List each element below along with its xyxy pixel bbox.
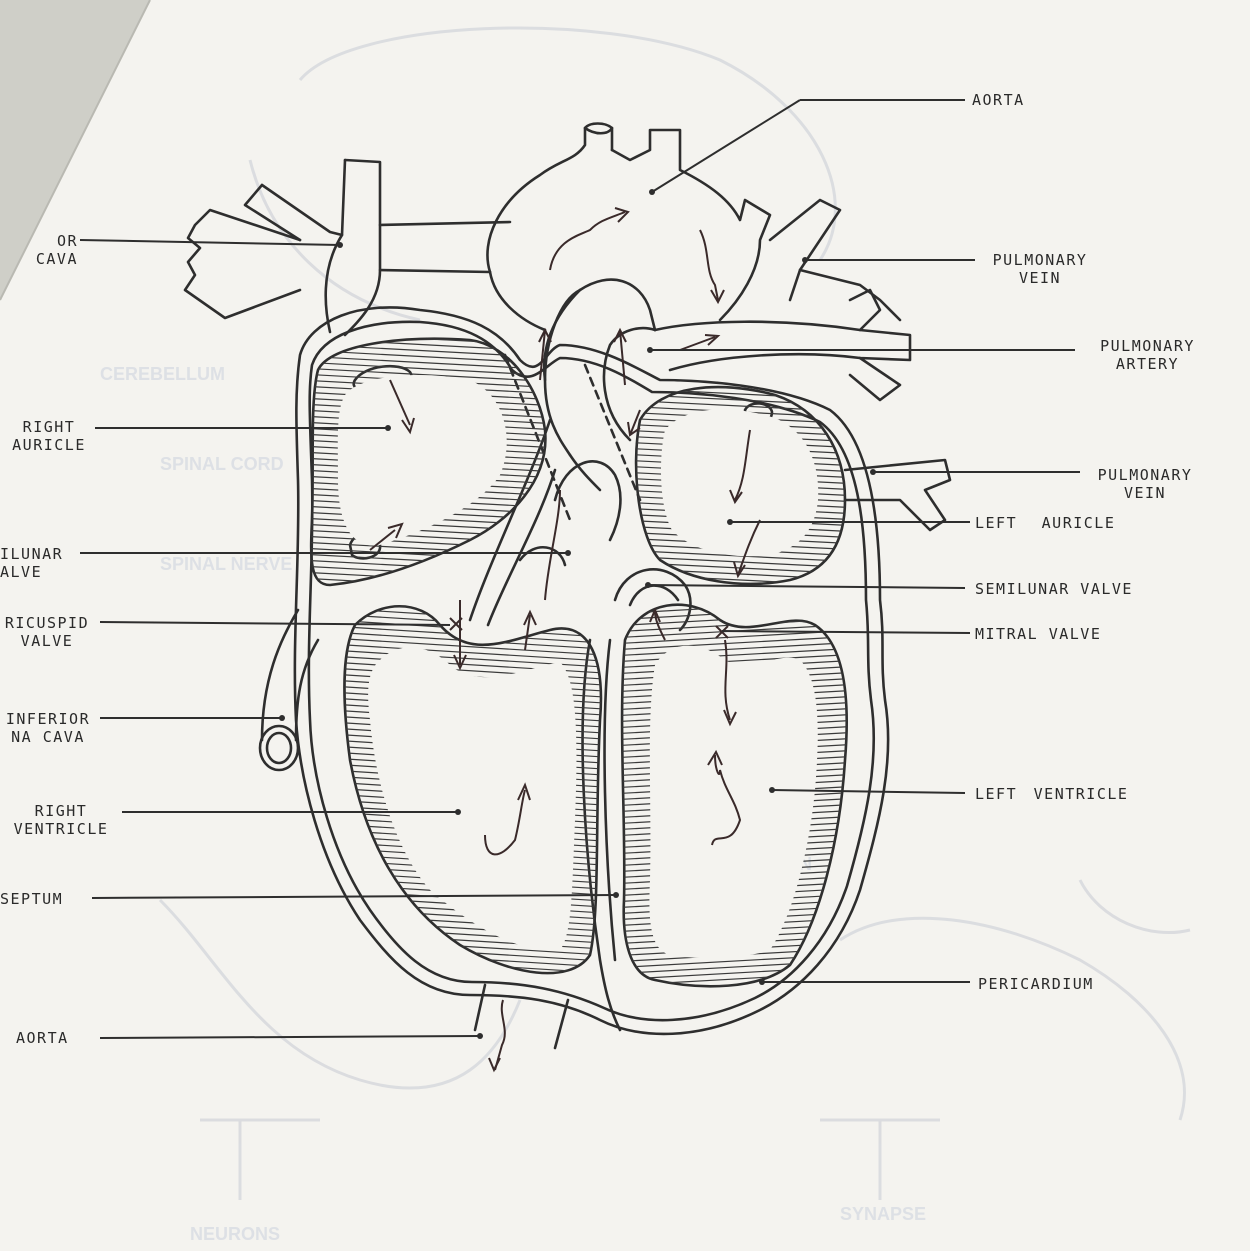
label-line: AURICLE	[12, 436, 86, 454]
label-pericardium: PERICARDIUM	[978, 975, 1094, 993]
label-line: PULMONARY	[992, 251, 1088, 269]
label-line: ARTERY	[1115, 355, 1180, 373]
label-line: LEFT VENTRICLE	[975, 785, 1129, 803]
label-line: VEIN	[1123, 484, 1167, 502]
label-septum: SEPTUM	[0, 890, 63, 908]
label-left-ventricle: LEFT VENTRICLE	[975, 785, 1128, 803]
label-line: OR	[56, 232, 78, 250]
label-pulmonary-vein-top: PULMONARY VEIN	[975, 251, 1105, 287]
label-line: AORTA	[16, 1029, 69, 1047]
label-superior-vena-cava: OR CAVA	[28, 232, 78, 268]
label-line: VALVE	[20, 632, 74, 650]
label-line: AORTA	[972, 91, 1025, 109]
label-line: INFERIOR	[5, 710, 91, 728]
label-line: ALVE	[0, 563, 43, 581]
label-pulmonary-vein-mid: PULMONARY VEIN	[1080, 466, 1210, 502]
label-line: PULMONARY	[1097, 466, 1193, 484]
label-line: SEMILUNAR VALVE	[975, 580, 1133, 598]
svg-text:SPINAL CORD: SPINAL CORD	[160, 454, 284, 474]
label-line: NA CAVA	[11, 728, 85, 746]
label-line: PULMONARY	[1100, 337, 1195, 355]
label-line: VEIN	[1018, 269, 1062, 287]
label-line: PERICARDIUM	[978, 975, 1094, 993]
label-left-auricle: LEFT AURICLE	[975, 514, 1115, 532]
label-line: LEFT AURICLE	[975, 514, 1116, 532]
label-line: RICUSPID	[4, 614, 90, 632]
label-right-ventricle: RIGHT VENTRICLE	[4, 802, 118, 838]
label-left-semilunar-valve: ILUNAR ALVE	[0, 545, 63, 581]
label-inferior-vena-cava: INFERIOR NA CAVA	[0, 710, 96, 746]
label-tricuspid-valve: RICUSPID VALVE	[0, 614, 94, 650]
label-line: CAVA	[35, 250, 78, 268]
label-line: SEPTUM	[0, 890, 64, 908]
svg-text:SYNAPSE: SYNAPSE	[840, 1204, 926, 1224]
label-aorta-top: AORTA	[972, 91, 1025, 109]
label-line: RIGHT	[34, 802, 88, 820]
label-line: ILUNAR	[0, 545, 64, 563]
svg-text:NEURONS: NEURONS	[190, 1224, 280, 1244]
svg-text:SPINAL NERVE: SPINAL NERVE	[160, 554, 292, 574]
label-aorta-lower: AORTA	[16, 1029, 69, 1047]
label-mitral-valve: MITRAL VALVE	[975, 625, 1101, 643]
label-line: MITRAL VALVE	[975, 625, 1102, 643]
svg-text:CEREBELLUM: CEREBELLUM	[100, 364, 225, 384]
label-pulmonary-artery: PULMONARY ARTERY	[1080, 337, 1215, 373]
label-line: VENTRICLE	[13, 820, 109, 838]
label-line: RIGHT	[22, 418, 76, 436]
label-right-auricle: RIGHT AURICLE	[4, 418, 94, 454]
label-semilunar-valve: SEMILUNAR VALVE	[975, 580, 1133, 598]
